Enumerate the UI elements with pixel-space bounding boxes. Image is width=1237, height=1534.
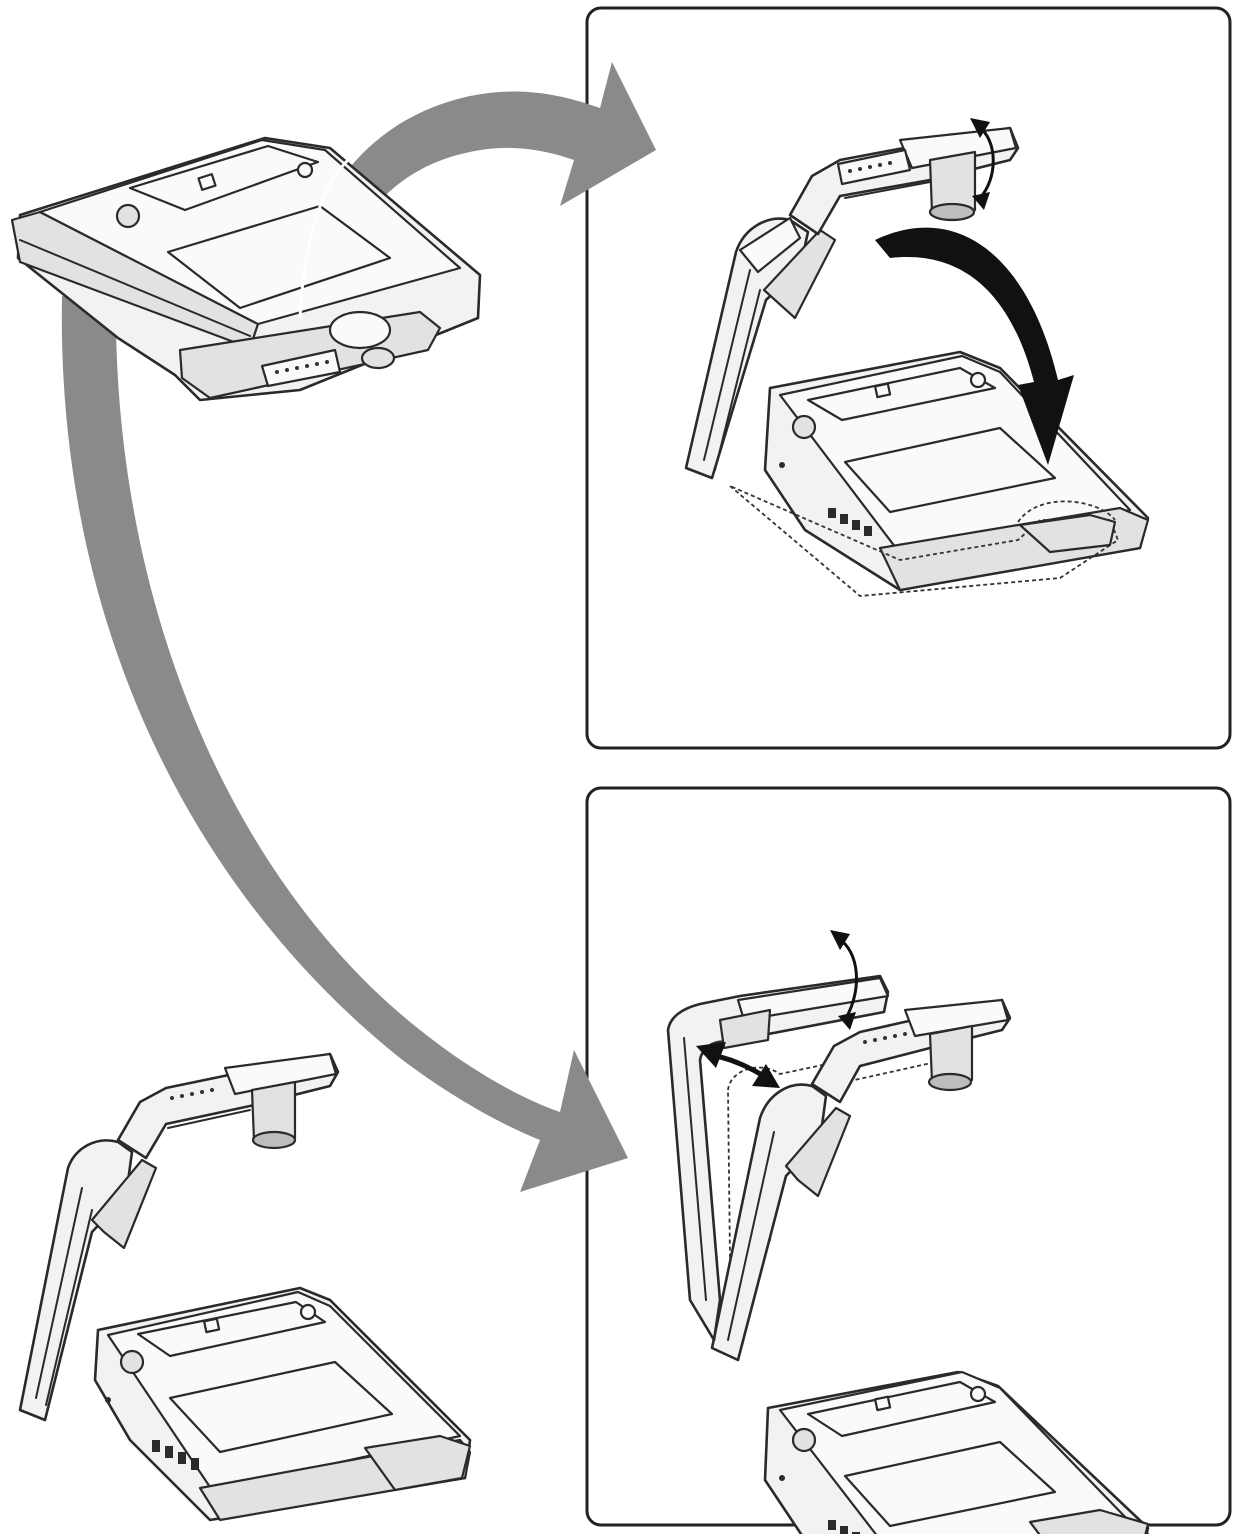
extend-arrow-double xyxy=(696,1042,780,1088)
device-arm-extended xyxy=(666,974,1150,1534)
rotate-arrow-head-raised xyxy=(970,118,995,210)
device-arm-up-left xyxy=(18,1052,472,1522)
fold-arrow-raised xyxy=(875,227,1074,465)
transition-arrow-to-raised xyxy=(298,62,656,318)
device-arm-raised xyxy=(684,126,1150,597)
device-folded xyxy=(10,136,482,402)
transition-arrow-to-extended xyxy=(61,296,628,1192)
rotate-arrow-head-extended xyxy=(830,930,858,1030)
